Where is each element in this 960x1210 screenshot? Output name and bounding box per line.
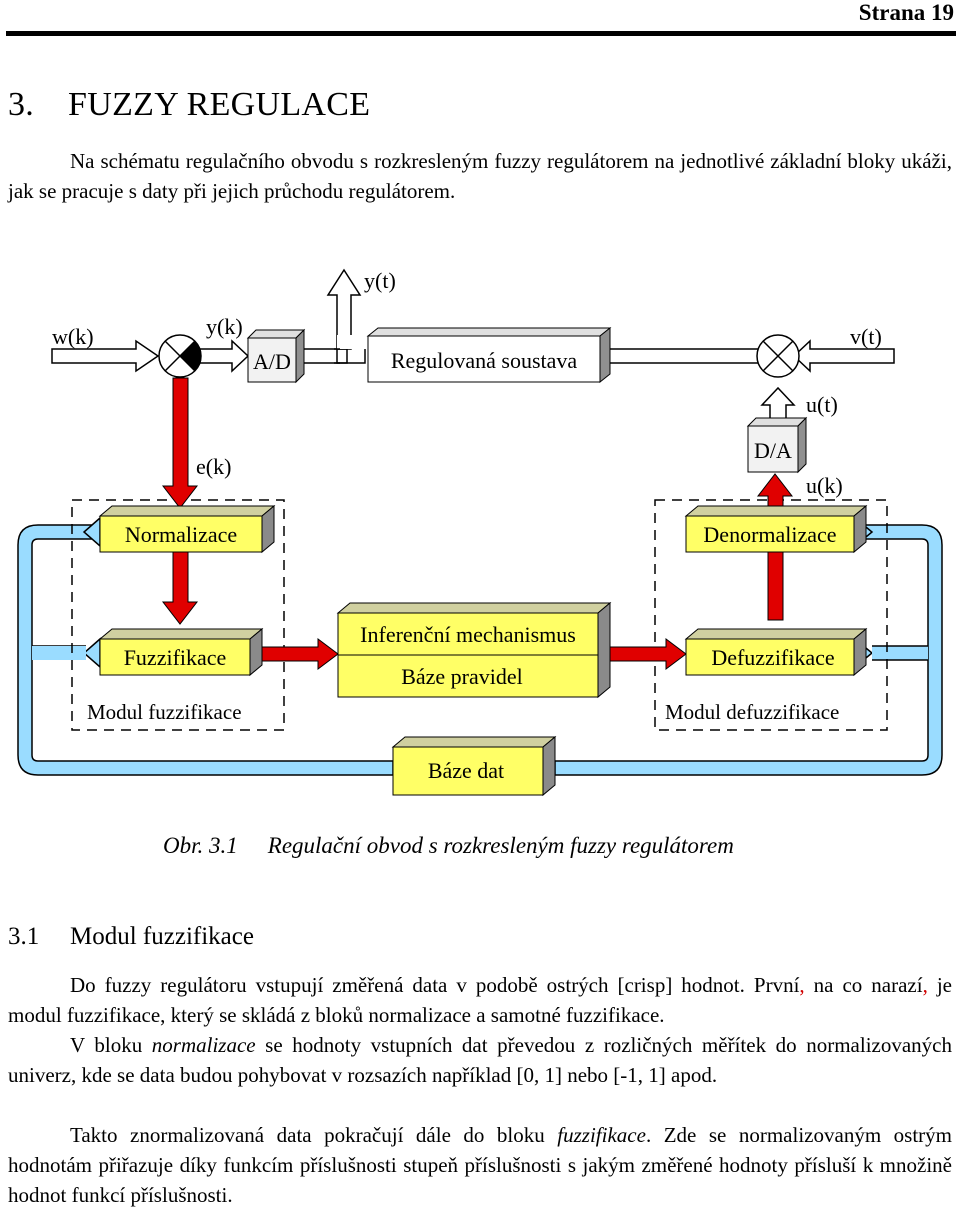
database-label: Báze dat xyxy=(428,758,504,783)
ad-label: A/D xyxy=(253,349,291,374)
section-number: 3.1 xyxy=(8,923,40,950)
label-uk: u(k) xyxy=(806,473,843,498)
defuzzification-block: Defuzzifikace xyxy=(684,627,868,677)
data-flow-arrows xyxy=(161,377,794,670)
label-vt: v(t) xyxy=(850,324,882,349)
chapter-number: 3. xyxy=(8,86,35,123)
paragraph-2: V bloku normalizace se hodnoty vstupních… xyxy=(8,1030,952,1090)
para1-comma-2: , xyxy=(922,973,928,997)
ad-block: A/D xyxy=(246,328,306,384)
inference-block: Inferenční mechanismus Báze pravidel xyxy=(336,601,612,699)
database-block: Báze dat xyxy=(391,735,557,797)
label-ut: u(t) xyxy=(806,392,838,417)
summing-junction-right xyxy=(756,334,800,378)
intro-paragraph: Na schématu regulačního obvodu s rozkres… xyxy=(8,149,952,203)
header-rule xyxy=(6,31,956,36)
para1-comma-1: , xyxy=(799,973,805,997)
defuzzification-module-frame xyxy=(654,499,888,731)
caption-text: Regulační obvod s rozkresleným fuzzy reg… xyxy=(267,833,734,858)
da-block: D/A xyxy=(746,416,808,474)
para1-text-a: Do fuzzy regulátoru vstupují změřená dat… xyxy=(70,973,800,997)
para2-text-b: se hodnoty vstupních dat převedou z rozl… xyxy=(8,1033,952,1087)
para3-text-a: Takto znormalizovaná data pokračují dále… xyxy=(70,1123,558,1147)
inference-label: Inferenční mechanismus xyxy=(360,622,576,647)
normalization-label: Normalizace xyxy=(125,522,237,547)
label-ek: e(k) xyxy=(196,454,231,479)
para3-text-b: . Zde se normalizovaným ostrým hodnotám … xyxy=(8,1123,952,1207)
label-wk: w(k) xyxy=(52,324,94,349)
para3-emphasis: fuzzifikace xyxy=(557,1123,646,1147)
rulebase-label: Báze pravidel xyxy=(401,664,523,689)
fuzzification-block: Fuzzifikace xyxy=(98,627,264,677)
normalization-block: Normalizace xyxy=(98,504,276,554)
para2-text-a: V bloku xyxy=(70,1033,152,1057)
section-title-text: Modul fuzzifikace xyxy=(70,923,254,950)
paragraph-3: Takto znormalizovaná data pokračují dále… xyxy=(8,1120,952,1210)
da-label: D/A xyxy=(754,438,792,463)
label-yt: y(t) xyxy=(364,268,396,293)
para1-text-b: na co narazí xyxy=(804,973,923,997)
paragraph-1: Do fuzzy regulátoru vstupují změřená dat… xyxy=(8,970,952,1030)
para1-text-c: je modul fuzzifikace, který se skládá z … xyxy=(8,973,952,1027)
para2-emphasis: normalizace xyxy=(151,1033,256,1057)
control-loop-diagram: Modul fuzzifikace Modul defuzzifikace A/… xyxy=(17,268,943,797)
denormalization-block: Denormalizace xyxy=(684,504,868,554)
denormalization-label: Denormalizace xyxy=(703,522,836,547)
chapter-title-text: FUZZY REGULACE xyxy=(68,86,371,123)
summing-junction-left xyxy=(158,334,202,378)
plant-label: Regulovaná soustava xyxy=(391,348,578,373)
signal-arrows xyxy=(51,268,895,426)
page-number: Strana 19 xyxy=(858,0,954,25)
label-yk: y(k) xyxy=(206,314,243,339)
caption-number: Obr. 3.1 xyxy=(163,833,238,858)
plant-block: Regulovaná soustava xyxy=(366,326,612,384)
section-title: 3.1 Modul fuzzifikace xyxy=(8,923,254,951)
defuzzification-label: Defuzzifikace xyxy=(711,645,834,670)
fuzzification-label: Fuzzifikace xyxy=(124,645,227,670)
figure-caption: Obr. 3.1 Regulační obvod s rozkresleným f… xyxy=(163,833,734,859)
chapter-title: 3. FUZZY REGULACE xyxy=(8,86,370,124)
module-fuzz-label: Modul fuzzifikace xyxy=(87,700,242,724)
module-defuzz-label: Modul defuzzifikace xyxy=(665,700,839,724)
